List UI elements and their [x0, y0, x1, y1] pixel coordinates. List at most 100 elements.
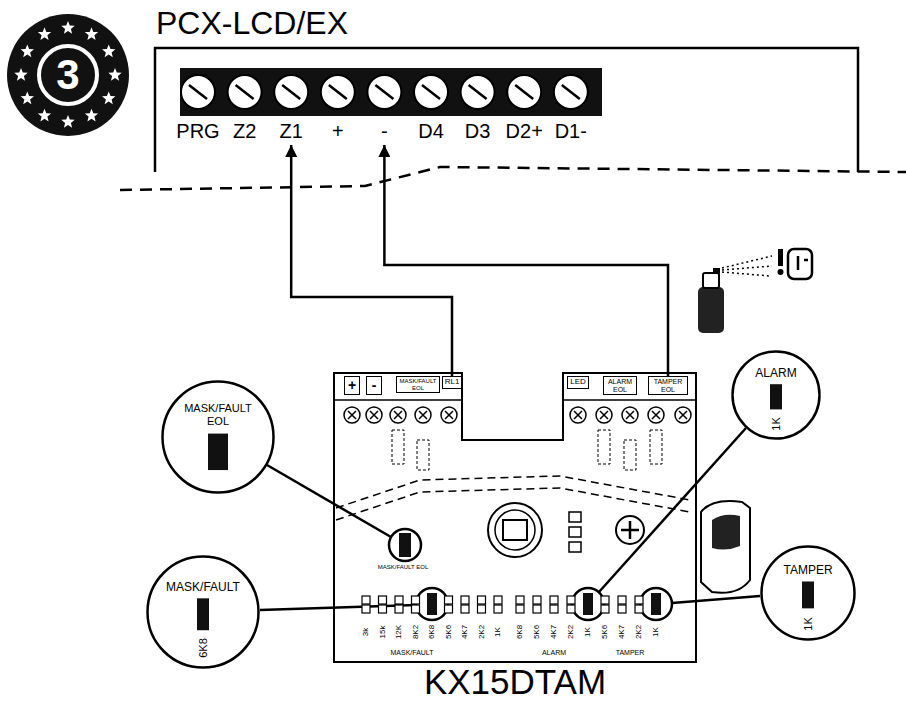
jumper-pin: [445, 596, 453, 604]
spray-can: [698, 287, 724, 333]
screw-cross: [621, 521, 639, 539]
board-terminal: ALARM EOL: [603, 376, 637, 395]
screw-cross: [348, 411, 356, 419]
magnifier-circle: [416, 588, 448, 620]
terminal-label: Z2: [230, 121, 259, 141]
wire: [291, 145, 452, 376]
spray-icon: [698, 249, 812, 333]
terminal: D1-: [552, 121, 590, 145]
screw-slot: [515, 85, 533, 99]
jumper-pin: [395, 596, 403, 604]
badge-star: [61, 115, 74, 128]
board-screw: [441, 407, 457, 423]
screw-slot: [375, 85, 393, 99]
screw-cross: [445, 411, 453, 419]
screw-head: [596, 407, 612, 423]
board-terminal: RL1: [442, 376, 462, 389]
callout-text: MASK/FAULT: [146, 581, 260, 595]
resistor-symbol: [392, 430, 404, 464]
terminal-screws: [181, 75, 588, 109]
badge-star: [102, 45, 115, 58]
model-name: KX15DTAM: [333, 664, 697, 699]
screw-head: [461, 75, 495, 109]
terminal-screw: [554, 75, 588, 109]
terminal-label: MASK/FAULT EOL: [397, 378, 439, 391]
screw-head: [648, 407, 664, 423]
resistor-value: 1K: [494, 627, 502, 637]
panel-name: PCX-LCD/EX: [156, 7, 348, 39]
resistor-symbol: [624, 440, 636, 470]
wire: [384, 145, 668, 376]
screw-cross: [600, 411, 608, 419]
terminal-label: D2+: [503, 121, 546, 141]
jumper-pin: [362, 605, 370, 613]
terminal-label: RL1: [443, 378, 461, 387]
terminal-screw: [228, 75, 262, 109]
group-label: MASK/FAULT EOL: [378, 564, 428, 570]
sensor-window: [712, 515, 740, 550]
sensor-housing: [701, 501, 750, 593]
jumper-pin: [516, 605, 524, 613]
terminal-strip: [180, 68, 602, 116]
terminal-label: +: [345, 378, 359, 393]
control-panel: PCX-LCD/EXPRGZ2Z1+-D4D3D2+D1-: [150, 4, 866, 174]
jumper-value: 6K8: [198, 639, 209, 659]
resistor-value: 4K7: [618, 625, 626, 639]
terminal-label: +: [328, 121, 348, 141]
jumper: [208, 434, 228, 470]
leader-line: [599, 428, 746, 592]
board-screw: [622, 407, 638, 423]
screw-head: [321, 75, 355, 109]
screw-head: [554, 75, 588, 109]
jumper-callout: MASK/FAULT EOL: [161, 380, 275, 494]
step-badge: 3: [6, 13, 130, 137]
board-screw: [596, 407, 612, 423]
sensor-face-detail: [798, 256, 808, 270]
resistor-value: 8K2: [412, 625, 420, 639]
resistor-value: 12K: [395, 625, 403, 639]
led-pad: [569, 512, 581, 522]
screw-head: [390, 407, 406, 423]
terminal-screw: [181, 75, 215, 109]
terminal: D3: [462, 121, 494, 145]
badge-star: [85, 27, 98, 40]
badge-star: [14, 68, 27, 81]
board-terminal: +: [344, 376, 360, 395]
callout-text: MASK/FAULT EOL: [178, 402, 258, 427]
group-label: TAMPER: [616, 649, 645, 656]
screw-cross: [370, 411, 378, 419]
screw-head: [675, 407, 691, 423]
board-screw: [344, 407, 360, 423]
terminal: -: [374, 121, 394, 145]
callout-circle: [163, 382, 274, 493]
badge-star: [38, 109, 51, 122]
leader-line: [672, 596, 760, 603]
jumper-pin: [412, 596, 420, 604]
terminal-label: Z1: [277, 121, 306, 141]
jumper-pin: [533, 605, 541, 613]
jumper: [427, 593, 437, 615]
jumper-pin: [635, 596, 643, 604]
screw-head: [367, 75, 401, 109]
resistor-value: 6K8: [516, 625, 524, 639]
jumper-header: [362, 593, 661, 615]
screw-slot: [469, 85, 487, 99]
leader-line: [260, 605, 416, 610]
group-label: ALARM: [542, 649, 566, 656]
resistor-value: 3k: [362, 628, 370, 636]
board-screws: [344, 407, 691, 423]
sensor-face: [788, 249, 812, 279]
terminal-label: -: [374, 121, 394, 141]
magnifier-circle: [640, 588, 672, 620]
screw-cross: [626, 411, 634, 419]
jumper: [802, 581, 814, 608]
jumper-pin: [567, 596, 575, 604]
jumper-pin: [550, 605, 558, 613]
screw-slot: [282, 85, 300, 99]
resistor-value: 6K8: [428, 625, 436, 639]
board-terminal: TAMPER EOL: [648, 376, 688, 395]
jumper-pin: [533, 596, 541, 604]
board-screw: [415, 407, 431, 423]
lens-window: [503, 520, 527, 540]
